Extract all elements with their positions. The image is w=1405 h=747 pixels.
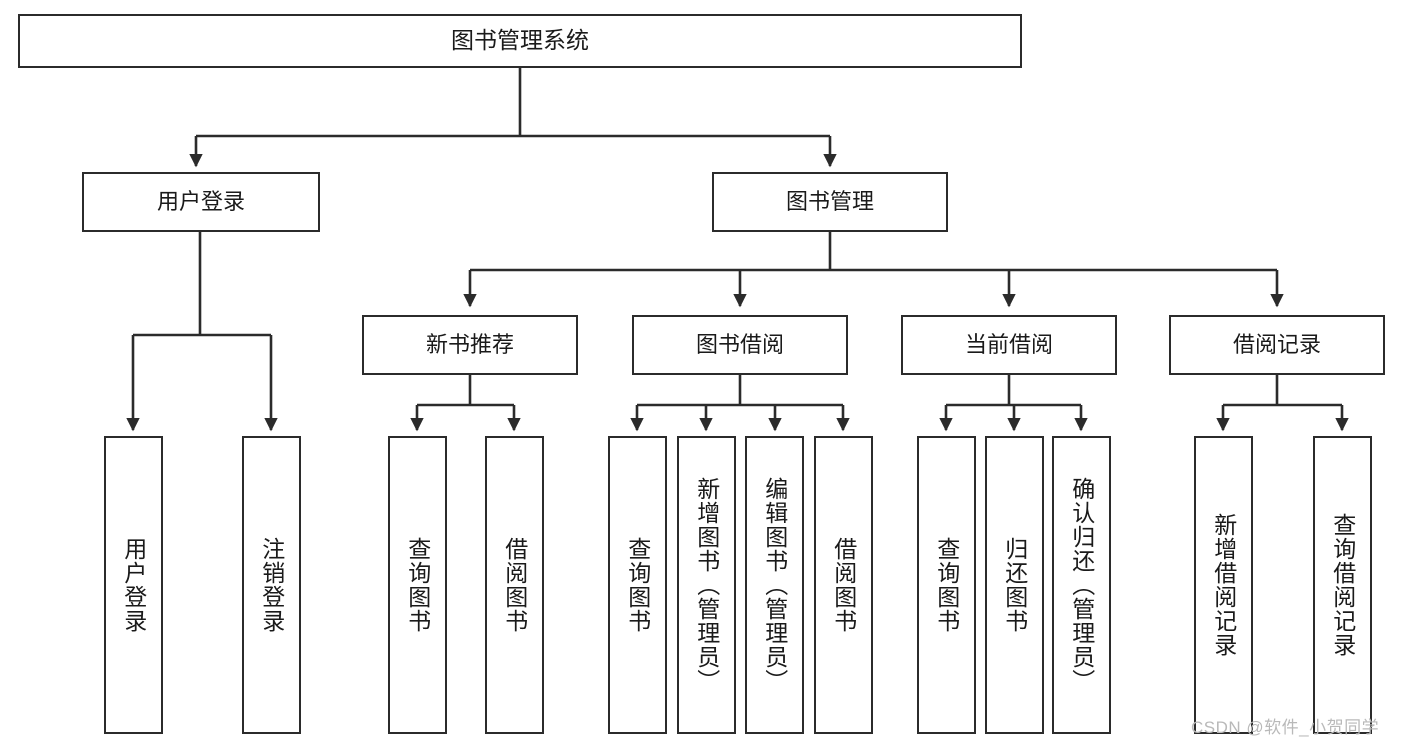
node-label: 图书借阅 [695, 332, 784, 358]
node-label: 当前借阅 [964, 332, 1053, 358]
node-new-book-recommend[interactable]: 新书推荐 [362, 315, 578, 375]
node-label: 图书管理系统 [451, 27, 589, 54]
node-label: 新增图书（管理员） [693, 477, 720, 693]
leaf-book-borrow-edit[interactable]: 编辑图书（管理员） [745, 436, 804, 734]
node-label: 借阅图书 [501, 537, 528, 633]
leaf-book-borrow-query[interactable]: 查询图书 [608, 436, 667, 734]
node-label: 注销登录 [258, 537, 285, 633]
node-label: 新增借阅记录 [1210, 513, 1237, 657]
leaf-new-book-borrow[interactable]: 借阅图书 [485, 436, 544, 734]
node-label: 新书推荐 [425, 332, 514, 358]
leaf-current-borrow-return[interactable]: 归还图书 [985, 436, 1044, 734]
node-label: 用户登录 [120, 537, 147, 633]
node-label: 查询图书 [624, 537, 651, 633]
node-book-borrow[interactable]: 图书借阅 [632, 315, 848, 375]
leaf-book-borrow-lend[interactable]: 借阅图书 [814, 436, 873, 734]
node-label: 查询图书 [933, 537, 960, 633]
node-borrow-record[interactable]: 借阅记录 [1169, 315, 1385, 375]
node-label: 用户登录 [156, 189, 245, 215]
watermark-text: CSDN @软件_小贺同学 [1191, 718, 1380, 737]
node-current-borrow[interactable]: 当前借阅 [901, 315, 1117, 375]
node-book-management[interactable]: 图书管理 [712, 172, 948, 232]
leaf-borrow-record-query[interactable]: 查询借阅记录 [1313, 436, 1372, 734]
leaf-user-login-signout[interactable]: 注销登录 [242, 436, 301, 734]
leaf-borrow-record-add[interactable]: 新增借阅记录 [1194, 436, 1253, 734]
leaf-current-borrow-query[interactable]: 查询图书 [917, 436, 976, 734]
node-user-login[interactable]: 用户登录 [82, 172, 320, 232]
node-label: 确认归还（管理员） [1068, 477, 1095, 693]
leaf-book-borrow-add[interactable]: 新增图书（管理员） [677, 436, 736, 734]
leaf-user-login-signin[interactable]: 用户登录 [104, 436, 163, 734]
node-root-system[interactable]: 图书管理系统 [18, 14, 1022, 68]
node-label: 归还图书 [1001, 537, 1028, 633]
node-label: 借阅记录 [1232, 332, 1321, 358]
node-label: 查询借阅记录 [1329, 513, 1356, 657]
node-label: 查询图书 [404, 537, 431, 633]
node-label: 图书管理 [785, 189, 874, 215]
leaf-new-book-query[interactable]: 查询图书 [388, 436, 447, 734]
node-label: 编辑图书（管理员） [761, 477, 788, 693]
leaf-current-borrow-confirm-return[interactable]: 确认归还（管理员） [1052, 436, 1111, 734]
node-label: 借阅图书 [830, 537, 857, 633]
